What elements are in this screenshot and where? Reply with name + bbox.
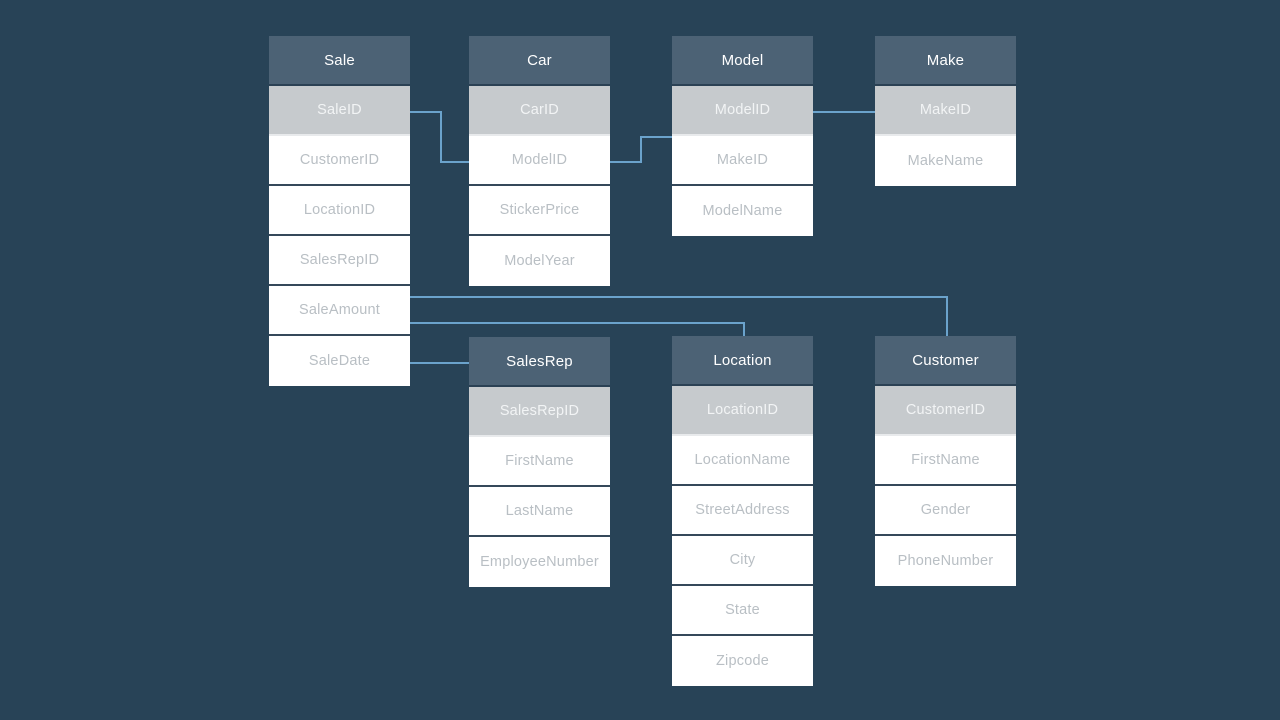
primary-key-field-location-0[interactable]: LocationID	[672, 386, 813, 436]
primary-key-field-car-0[interactable]: CarID	[469, 86, 610, 136]
relationship-line-car-modelid-to-sale-saleid-seg-0	[410, 111, 442, 113]
field-model-1[interactable]: MakeID	[672, 136, 813, 186]
entity-title-make: Make	[875, 36, 1016, 86]
field-car-1[interactable]: ModelID	[469, 136, 610, 186]
primary-key-field-make-0[interactable]: MakeID	[875, 86, 1016, 136]
entity-title-customer: Customer	[875, 336, 1016, 386]
entity-title-location: Location	[672, 336, 813, 386]
primary-key-field-sale-0[interactable]: SaleID	[269, 86, 410, 136]
field-salesrep-1[interactable]: FirstName	[469, 437, 610, 487]
field-car-2[interactable]: StickerPrice	[469, 186, 610, 236]
relationship-line-sale-customerid-to-customer-seg-1	[946, 296, 948, 338]
field-location-3[interactable]: City	[672, 536, 813, 586]
field-car-3[interactable]: ModelYear	[469, 236, 610, 286]
primary-key-field-model-0[interactable]: ModelID	[672, 86, 813, 136]
field-sale-5[interactable]: SaleDate	[269, 336, 410, 386]
field-model-2[interactable]: ModelName	[672, 186, 813, 236]
entity-title-car: Car	[469, 36, 610, 86]
field-sale-3[interactable]: SalesRepID	[269, 236, 410, 286]
relationship-line-car-modelid-to-model-modelid-seg-1	[640, 136, 642, 163]
field-location-4[interactable]: State	[672, 586, 813, 636]
field-location-1[interactable]: LocationName	[672, 436, 813, 486]
relationship-line-sale-locationid-to-location-seg-1	[743, 322, 745, 338]
field-make-1[interactable]: MakeName	[875, 136, 1016, 186]
field-customer-2[interactable]: Gender	[875, 486, 1016, 536]
primary-key-field-salesrep-0[interactable]: SalesRepID	[469, 387, 610, 437]
field-sale-1[interactable]: CustomerID	[269, 136, 410, 186]
relationship-line-sale-salesrepid-to-salesrep-seg-0	[410, 362, 472, 364]
relationship-line-model-makeid-to-make-makeid-seg-0	[812, 111, 877, 113]
entity-title-model: Model	[672, 36, 813, 86]
field-sale-4[interactable]: SaleAmount	[269, 286, 410, 336]
relationship-line-car-modelid-to-model-modelid-seg-2	[640, 136, 674, 138]
entity-title-sale: Sale	[269, 36, 410, 86]
field-salesrep-2[interactable]: LastName	[469, 487, 610, 537]
relationship-line-sale-customerid-to-customer-seg-0	[410, 296, 948, 298]
relationship-line-car-modelid-to-sale-saleid-seg-1	[440, 111, 442, 163]
field-salesrep-3[interactable]: EmployeeNumber	[469, 537, 610, 587]
field-location-2[interactable]: StreetAddress	[672, 486, 813, 536]
relationship-line-car-modelid-to-model-modelid-seg-0	[609, 161, 642, 163]
field-sale-2[interactable]: LocationID	[269, 186, 410, 236]
field-customer-3[interactable]: PhoneNumber	[875, 536, 1016, 586]
relationship-line-car-modelid-to-sale-saleid-seg-2	[440, 161, 471, 163]
relationship-line-sale-locationid-to-location-seg-0	[410, 322, 745, 324]
entity-title-salesrep: SalesRep	[469, 337, 610, 387]
primary-key-field-customer-0[interactable]: CustomerID	[875, 386, 1016, 436]
field-customer-1[interactable]: FirstName	[875, 436, 1016, 486]
field-location-5[interactable]: Zipcode	[672, 636, 813, 686]
